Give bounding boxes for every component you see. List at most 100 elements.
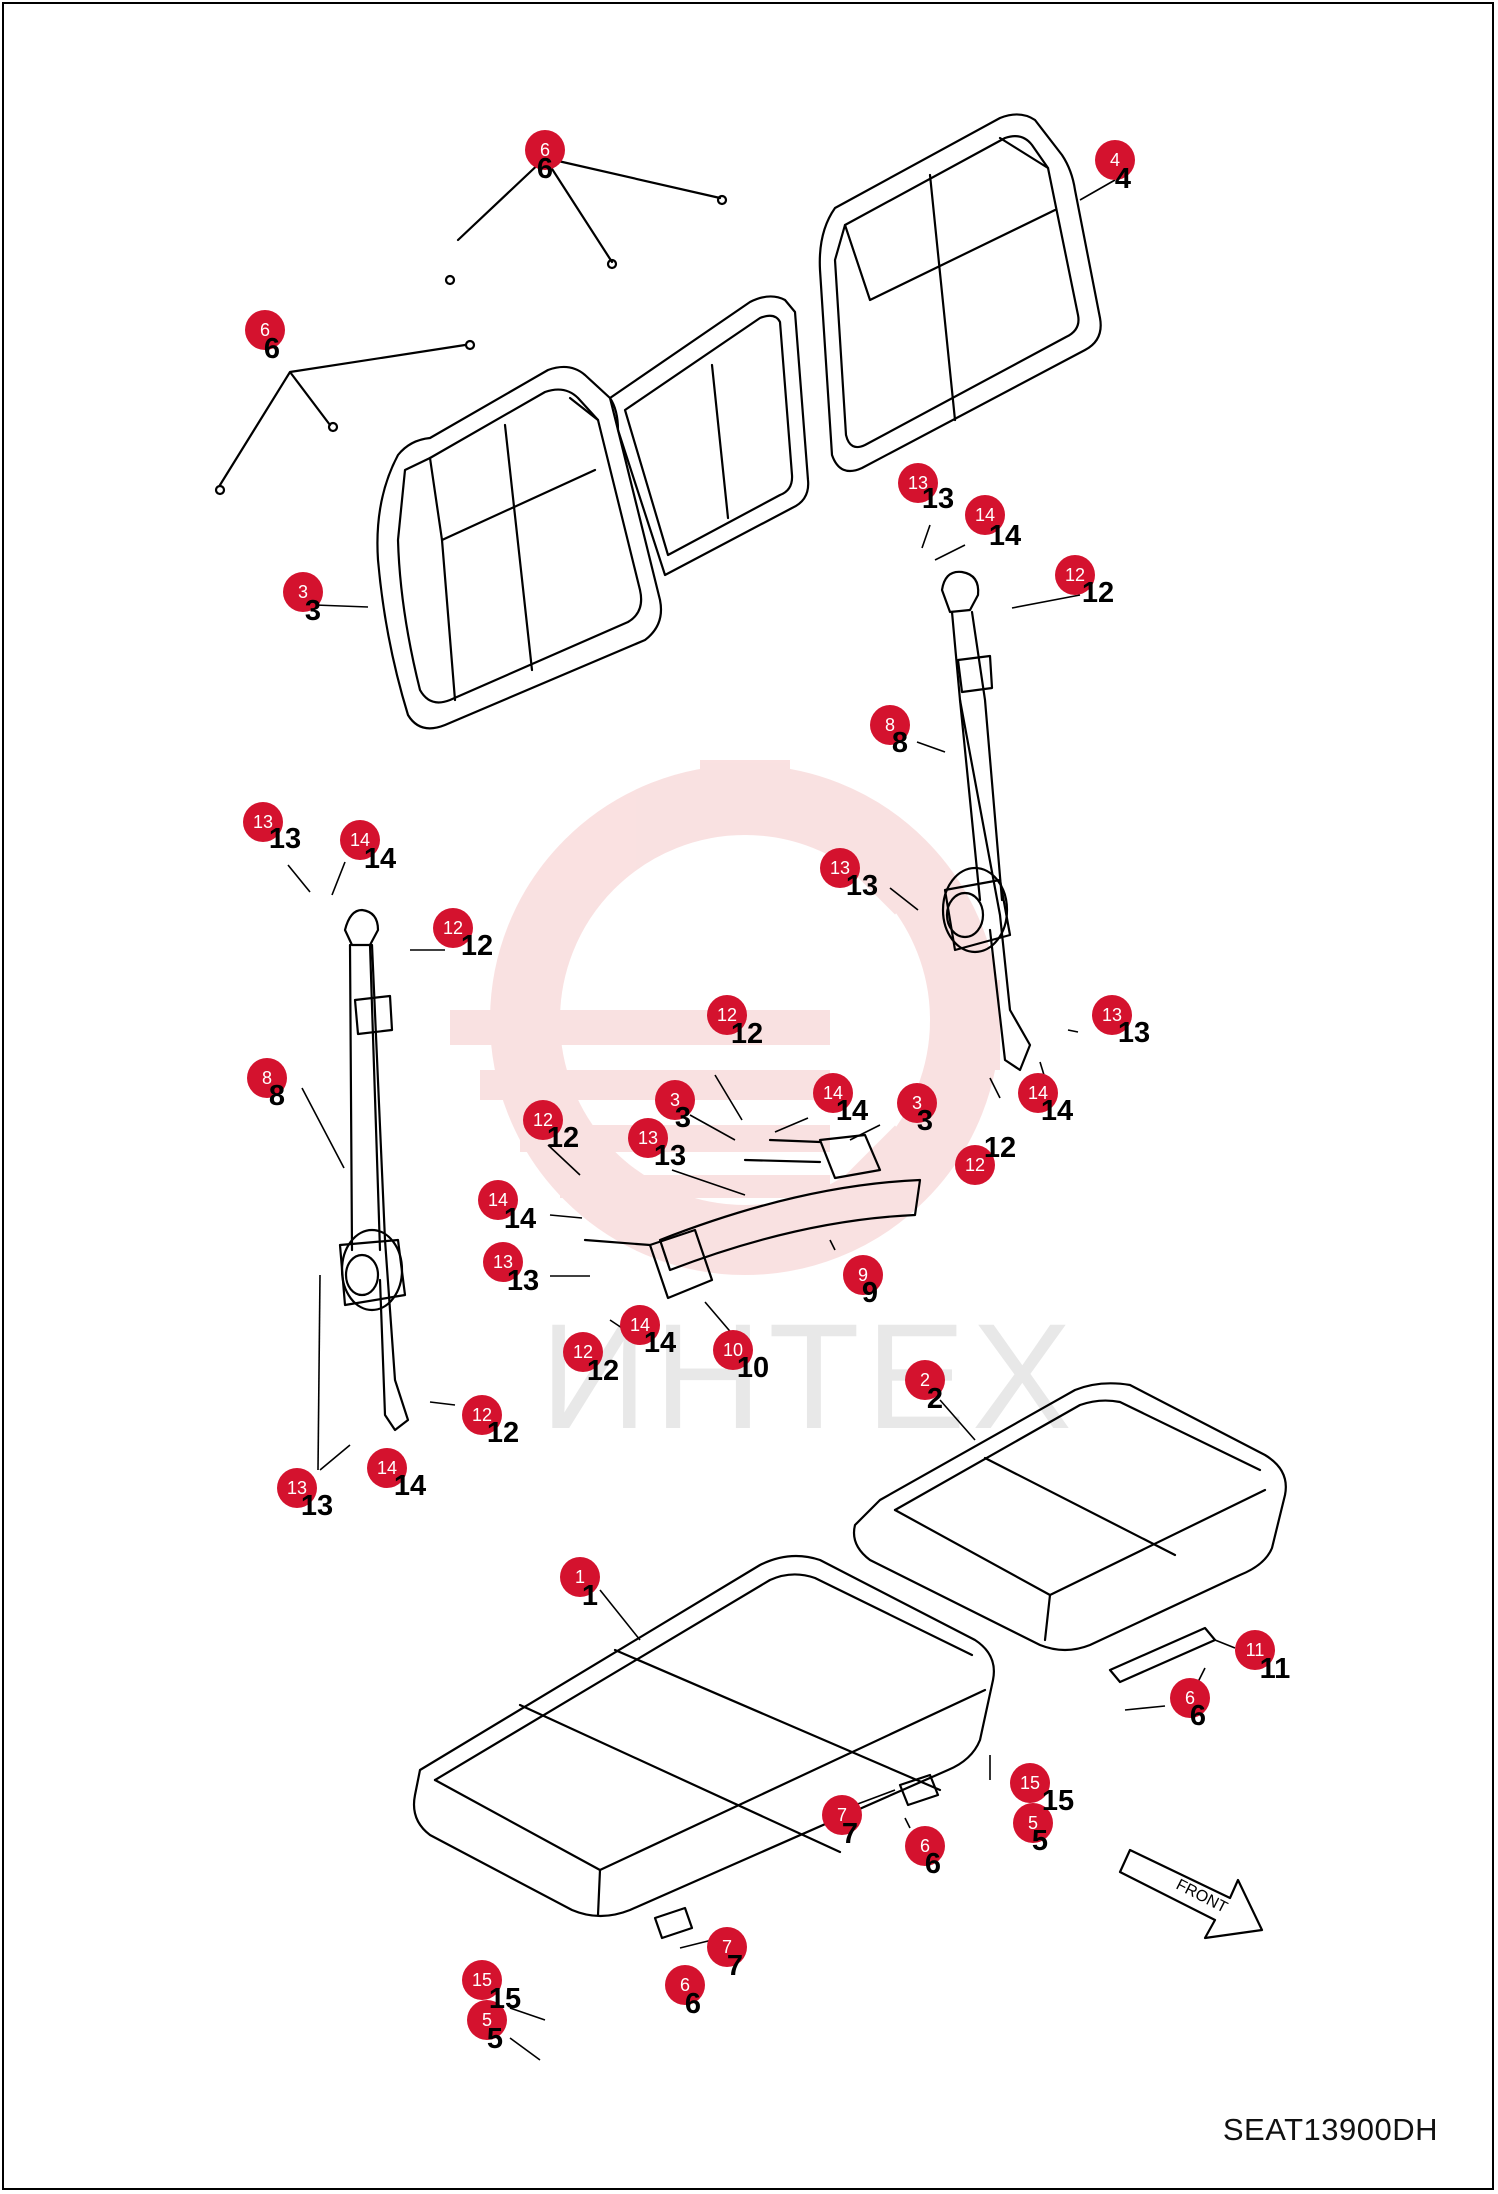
part-number-label: 14: [989, 520, 1021, 552]
callout-c-14c: 14: [813, 1073, 853, 1113]
callout-badge: [1013, 1803, 1053, 1843]
callout-number: 12: [573, 1342, 593, 1362]
callout-c-8a: 8: [870, 705, 910, 745]
callout-number: 15: [1020, 1773, 1040, 1793]
part-number-label: 13: [846, 870, 878, 902]
part-number-label: 3: [675, 1102, 691, 1134]
part-number-label: 9: [862, 1277, 878, 1309]
callout-number: 11: [1246, 1640, 1265, 1660]
callout-badge: [367, 1448, 407, 1488]
part-number-label: 13: [654, 1140, 686, 1172]
callout-number: 12: [443, 918, 463, 938]
callout-c-13a: 13: [898, 463, 938, 503]
callout-badge: [1018, 1073, 1058, 1113]
callout-number: 14: [377, 1458, 397, 1478]
callout-number: 7: [837, 1805, 847, 1825]
callout-badge: [665, 1965, 705, 2005]
callout-badge: [1055, 555, 1095, 595]
callout-c-13b: 13: [243, 802, 283, 842]
part-number-label: 12: [461, 930, 493, 962]
part-number-label: 1: [582, 1580, 598, 1612]
callout-number: 6: [1185, 1688, 1195, 1708]
callout-number: 1: [575, 1567, 585, 1587]
callout-badge: [462, 1960, 502, 2000]
left-seat-cushion: [412, 1554, 995, 1918]
middle-seatback-cushion: [608, 295, 810, 577]
part-number-label: 6: [264, 333, 280, 365]
callout-number: 14: [975, 505, 995, 525]
callout-number: 4: [1110, 150, 1120, 170]
part-number-label: 13: [269, 823, 301, 855]
part-number-label: 14: [836, 1095, 868, 1127]
callout-c-10: 10: [713, 1330, 753, 1370]
part-number-label: 6: [925, 1848, 941, 1880]
callout-badge: [820, 848, 860, 888]
callout-badge: [655, 1080, 695, 1120]
drawing-code: SEAT13900DH: [1222, 2112, 1438, 2147]
callout-number: 13: [908, 473, 928, 493]
part-number-label: 14: [644, 1327, 676, 1359]
callout-badge: [898, 463, 938, 503]
callout-c-8b: 8: [247, 1058, 287, 1098]
callout-c-15b: 15: [462, 1960, 502, 2000]
part-number-label: 12: [731, 1018, 763, 1050]
right-seatback-cushion: [818, 113, 1102, 473]
part-number-label: 6: [1190, 1700, 1206, 1732]
callout-number: 12: [717, 1005, 737, 1025]
callout-c-12b: 12: [433, 908, 473, 948]
part-number-label: 13: [922, 483, 954, 515]
part-number-label: 6: [537, 153, 553, 185]
part-number-label: 12: [587, 1355, 619, 1387]
front-direction-arrow: [1118, 1848, 1264, 1940]
callout-badge: [243, 802, 283, 842]
callout-badge: [707, 995, 747, 1035]
callout-c-6a: 6: [525, 130, 565, 170]
callout-badge: [563, 1332, 603, 1372]
callout-c-12g: 12: [462, 1395, 502, 1435]
callout-badge: [1010, 1763, 1050, 1803]
part-number-label: 14: [364, 843, 396, 875]
callout-c-13c: 13: [820, 848, 860, 888]
callout-c-12f: 12: [563, 1332, 603, 1372]
callout-number: 3: [670, 1090, 680, 1110]
part-number-label: 5: [1032, 1825, 1048, 1857]
part-number-label: 12: [547, 1122, 579, 1154]
callout-c-7b: 7: [707, 1927, 747, 1967]
callout-badge: [713, 1330, 753, 1370]
callout-number: 6: [680, 1975, 690, 1995]
callout-c-11: 11: [1235, 1630, 1275, 1670]
callout-c-14f: 14: [620, 1305, 660, 1345]
part-number-label: 13: [301, 1490, 333, 1522]
callout-badge: [1095, 140, 1135, 180]
callout-c-3a: 3: [283, 572, 323, 612]
callout-c-12d: 12: [523, 1100, 563, 1140]
callout-c-6c: 6: [1170, 1678, 1210, 1718]
callout-c-3c: 3: [897, 1083, 937, 1123]
callout-number: 13: [830, 858, 850, 878]
callout-badge: [283, 572, 323, 612]
part-number-label: 14: [504, 1203, 536, 1235]
callout-number: 10: [723, 1340, 743, 1360]
callout-number: 13: [638, 1128, 658, 1148]
callout-badge: [1170, 1678, 1210, 1718]
callout-c-5b: 5: [467, 2000, 507, 2040]
part-number-label: 3: [305, 595, 321, 627]
callout-number: 13: [253, 812, 273, 832]
callout-c-14a: 14: [965, 495, 1005, 535]
callout-c-14d: 14: [1018, 1073, 1058, 1113]
callout-badge: [1235, 1630, 1275, 1670]
callout-c-5a: 5: [1013, 1803, 1053, 1843]
part-number-label: 2: [927, 1383, 943, 1415]
callout-badge: [483, 1242, 523, 1282]
part-number-label: 14: [1041, 1095, 1073, 1127]
callout-number: 3: [298, 582, 308, 602]
callout-badge: [707, 1927, 747, 1967]
callout-c-12c: 12: [707, 995, 747, 1035]
part-number-label: 13: [507, 1265, 539, 1297]
part-number-label: 14: [394, 1470, 426, 1502]
callout-number: 13: [287, 1478, 307, 1498]
callout-c-6d: 6: [905, 1826, 945, 1866]
part-number-label: 6: [685, 1988, 701, 2020]
